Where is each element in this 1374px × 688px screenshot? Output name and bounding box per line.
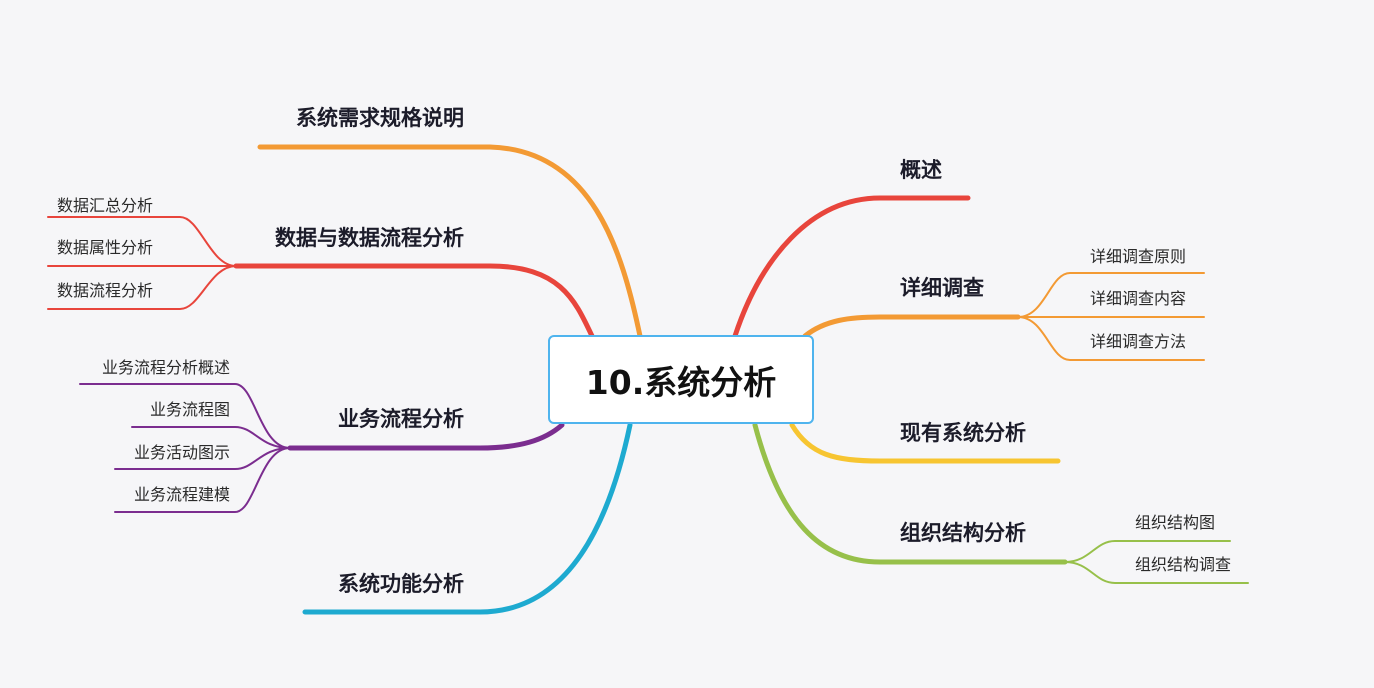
subtopic-label: 业务活动图示 xyxy=(133,443,230,462)
topic-organization-analysis[interactable]: 组织结构分析 xyxy=(900,520,1026,546)
branch-connector xyxy=(287,422,565,451)
branch-connector xyxy=(789,422,1061,464)
root-topic[interactable]: 10.系统分析 xyxy=(548,335,814,424)
subtopic-activity-diagram[interactable]: 业务活动图示 xyxy=(134,443,230,463)
subtopic-data-summary[interactable]: 数据汇总分析 xyxy=(57,196,153,216)
topic-label: 数据与数据流程分析 xyxy=(275,226,464,250)
topic-label: 系统需求规格说明 xyxy=(296,106,464,130)
subtopic-label: 数据汇总分析 xyxy=(57,196,154,215)
branch-connector xyxy=(802,314,1021,339)
subtopic-connector xyxy=(47,216,237,267)
subtopic-data-flow[interactable]: 数据流程分析 xyxy=(57,281,153,301)
subtopic-label: 业务流程建模 xyxy=(133,485,230,504)
subtopic-connector xyxy=(114,447,291,470)
branch-connector xyxy=(257,144,643,339)
subtopic-connector xyxy=(1017,316,1205,361)
topic-label: 详细调查 xyxy=(900,276,984,300)
subtopic-connector xyxy=(47,265,237,310)
topic-business-process-analysis[interactable]: 业务流程分析 xyxy=(338,406,464,432)
subtopic-label: 组织结构调查 xyxy=(1135,555,1232,574)
branch-connector xyxy=(752,422,1068,565)
branch-connector xyxy=(732,195,971,339)
subtopic-survey-methods[interactable]: 详细调查方法 xyxy=(1090,332,1186,352)
subtopic-connector xyxy=(1017,272,1205,318)
subtopic-process-chart[interactable]: 业务流程图 xyxy=(150,400,230,420)
subtopic-label: 详细调查方法 xyxy=(1090,332,1187,351)
subtopic-label: 详细调查内容 xyxy=(1090,289,1187,308)
subtopic-label: 业务流程分析概述 xyxy=(101,358,230,377)
subtopic-label: 详细调查原则 xyxy=(1090,247,1187,266)
subtopic-label: 组织结构图 xyxy=(1135,513,1216,532)
subtopic-connector xyxy=(79,383,291,449)
subtopic-survey-content[interactable]: 详细调查内容 xyxy=(1090,289,1186,309)
topic-system-function-analysis[interactable]: 系统功能分析 xyxy=(338,571,464,597)
topic-detailed-survey[interactable]: 详细调查 xyxy=(900,275,984,301)
subtopic-label: 数据属性分析 xyxy=(57,238,154,257)
topic-label: 业务流程分析 xyxy=(338,407,464,431)
subtopic-connector xyxy=(1064,561,1249,584)
root-topic-label: 10.系统分析 xyxy=(585,362,777,402)
topic-label: 概述 xyxy=(900,158,942,182)
subtopic-label: 业务流程图 xyxy=(149,400,230,419)
subtopic-connector xyxy=(1064,540,1231,563)
subtopic-survey-principles[interactable]: 详细调查原则 xyxy=(1090,247,1186,267)
subtopic-connector xyxy=(114,447,291,513)
subtopic-data-attributes[interactable]: 数据属性分析 xyxy=(57,238,153,258)
subtopic-process-modeling[interactable]: 业务流程建模 xyxy=(134,485,230,505)
topic-existing-system-analysis[interactable]: 现有系统分析 xyxy=(900,420,1026,446)
topic-system-requirements-spec[interactable]: 系统需求规格说明 xyxy=(296,105,464,131)
subtopic-connector xyxy=(131,426,291,449)
subtopic-org-survey[interactable]: 组织结构调查 xyxy=(1135,555,1231,575)
subtopic-org-chart[interactable]: 组织结构图 xyxy=(1135,513,1215,533)
topic-label: 组织结构分析 xyxy=(900,521,1026,545)
subtopic-process-overview[interactable]: 业务流程分析概述 xyxy=(102,358,230,378)
branch-connector xyxy=(233,263,595,339)
topic-label: 系统功能分析 xyxy=(338,572,464,596)
subtopic-label: 数据流程分析 xyxy=(57,281,154,300)
branch-connector xyxy=(302,422,633,615)
topic-label: 现有系统分析 xyxy=(900,421,1026,445)
topic-data-flow-analysis[interactable]: 数据与数据流程分析 xyxy=(275,225,464,251)
topic-overview[interactable]: 概述 xyxy=(900,157,942,183)
